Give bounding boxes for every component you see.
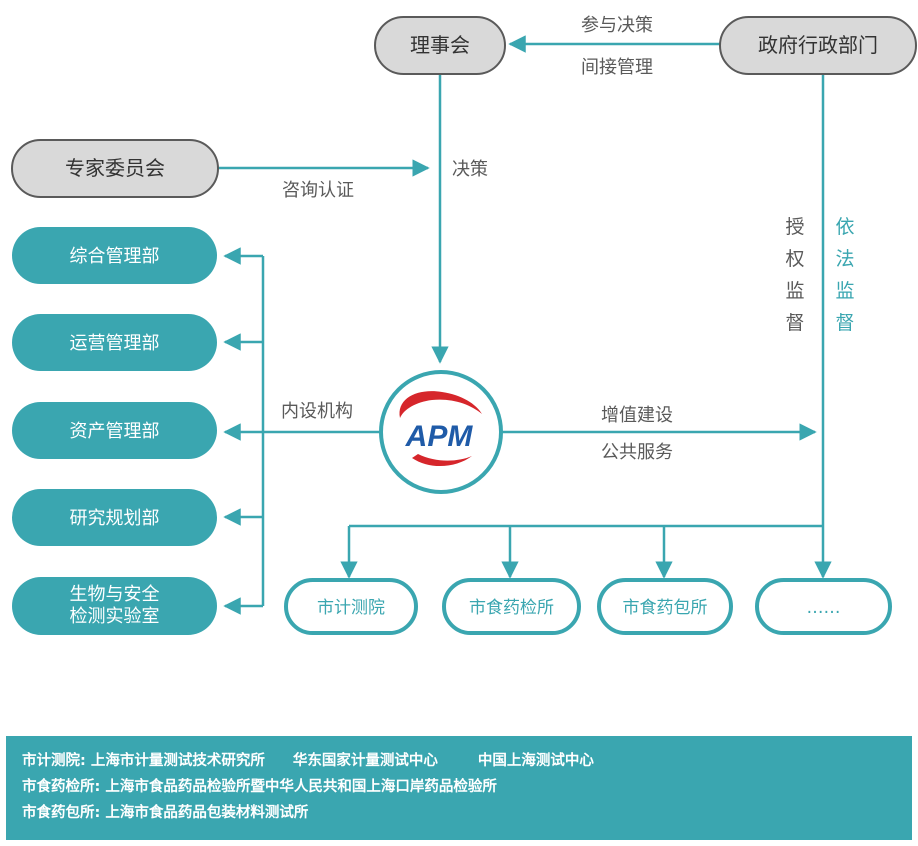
- government-label: 政府行政部门: [758, 33, 878, 57]
- public-service-label: 公共服务: [601, 442, 673, 463]
- expert-label: 专家委员会: [65, 156, 165, 180]
- department-label: 研究规划部: [70, 508, 160, 529]
- footnotes-panel: 市计测院: 上海市计量测试技术研究所 华东国家计量测试中心 中国上海测试中心 市食药…: [6, 736, 912, 840]
- unit-label: 市食药包所: [623, 598, 708, 618]
- note-line-2: 市食药检所: 上海市食品药品检验所暨中华人民共和国上海口岸药品检验所: [22, 779, 497, 795]
- unit-label: 市食药检所: [469, 598, 554, 618]
- value-add-label: 增值建设: [601, 405, 673, 426]
- logo-red-swoosh: [399, 391, 482, 418]
- decision-label: 决策: [452, 159, 488, 180]
- vertical-char: 法: [835, 248, 854, 270]
- unit-item: 市食药包所: [597, 578, 733, 635]
- department-label: 运营管理部: [70, 333, 160, 354]
- logo-red-swoosh-tail: [412, 454, 472, 467]
- department-item: 研究规划部: [12, 489, 217, 546]
- department-label: 综合管理部: [70, 246, 160, 267]
- indirect-management-label: 间接管理: [581, 57, 653, 78]
- vertical-char: 权: [785, 248, 804, 270]
- vertical-char: 授: [785, 216, 804, 238]
- note-line-3: 市食药包所: 上海市食品药品包装材料测试所: [22, 805, 309, 821]
- connectors: [218, 35, 832, 615]
- department-item: 运营管理部: [12, 314, 217, 371]
- department-item: 综合管理部: [12, 227, 217, 284]
- unit-nodes: 市计测院 市食药检所 市食药包所 ……: [284, 578, 892, 635]
- unit-label: 市计测院: [317, 598, 385, 618]
- consult-certification-label: 咨询认证: [282, 180, 354, 201]
- unit-item: 市计测院: [284, 578, 418, 635]
- board-node: 理事会: [374, 16, 506, 75]
- unit-item: ……: [755, 578, 892, 635]
- vertical-char: 督: [785, 312, 804, 334]
- internal-org-label: 内设机构: [281, 401, 353, 422]
- unit-label-more: ……: [807, 598, 841, 618]
- note-east-china-center: 华东国家计量测试中心: [292, 753, 438, 769]
- department-label: 资产管理部: [70, 421, 160, 442]
- logo-text: APM: [405, 420, 474, 453]
- department-nodes: 综合管理部 运营管理部 资产管理部 研究规划部 生物与安全检测实验室: [12, 227, 217, 635]
- board-label: 理事会: [410, 33, 470, 57]
- apm-logo-node: APM: [379, 370, 503, 494]
- participate-decision-label: 参与决策: [581, 15, 653, 36]
- vertical-char: 督: [835, 312, 854, 334]
- department-item: 生物与安全检测实验室: [12, 577, 217, 635]
- department-label-multiline: 生物与安全检测实验室: [70, 584, 160, 627]
- note-line-1: 市计测院: 上海市计量测试技术研究所 华东国家计量测试中心 中国上海测试中心: [22, 748, 898, 774]
- expert-node: 专家委员会: [11, 139, 219, 198]
- vertical-char: 监: [785, 280, 804, 302]
- unit-item: 市食药检所: [442, 578, 581, 635]
- department-item: 资产管理部: [12, 402, 217, 459]
- note-metrology: 市计测院: 上海市计量测试技术研究所: [22, 753, 265, 769]
- vertical-char: 监: [835, 280, 854, 302]
- note-shanghai-test-center: 中国上海测试中心: [477, 753, 594, 769]
- government-node: 政府行政部门: [719, 16, 917, 75]
- vertical-char: 依: [835, 216, 854, 238]
